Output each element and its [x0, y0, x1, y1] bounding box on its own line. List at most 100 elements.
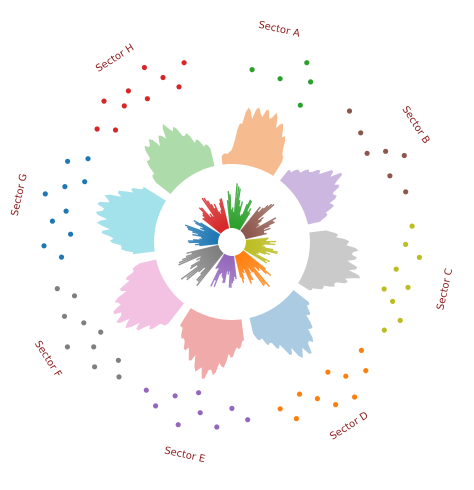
point-sector-e [143, 387, 149, 393]
inner-bar-sector-f [186, 244, 219, 254]
point-sector-c [390, 298, 396, 304]
point-sector-f [98, 329, 104, 335]
inner-bar-sector-d [240, 252, 270, 288]
sector-label-sector-a: Sector A [257, 20, 301, 40]
outer-area-sector-d [249, 290, 314, 358]
point-sector-e [214, 424, 220, 430]
point-sector-g [41, 243, 47, 249]
point-sector-h [121, 103, 127, 109]
point-sector-b [401, 152, 407, 159]
point-sector-c [397, 317, 403, 323]
point-sector-b [387, 173, 393, 179]
point-sector-f [92, 364, 98, 370]
point-sector-d [277, 406, 283, 412]
point-sector-c [403, 241, 409, 247]
sector-label-sector-g: Sector G [10, 173, 30, 217]
point-sector-b [364, 150, 370, 156]
inner-bar-sector-d [239, 252, 265, 287]
outer-area-sector-a [221, 107, 286, 176]
point-sector-e [196, 390, 202, 396]
inner-bar-sector-f [186, 250, 222, 281]
inner-bar-sector-a [238, 212, 251, 231]
point-sector-e [153, 403, 159, 409]
point-sector-h [112, 127, 119, 133]
point-sector-a [297, 102, 303, 108]
point-sector-d [296, 391, 303, 397]
sector-label-sector-h: Sector H [94, 42, 136, 74]
sector-label-sector-c: Sector C [435, 267, 455, 311]
point-sector-h [181, 60, 187, 66]
point-sector-e [175, 422, 181, 428]
point-sector-e [197, 410, 203, 416]
point-sector-f [115, 357, 121, 363]
point-sector-f [116, 374, 122, 380]
point-sector-d [358, 347, 364, 353]
point-sector-e [229, 405, 235, 411]
point-sector-b [403, 189, 409, 195]
point-sector-c [381, 327, 387, 333]
point-sector-f [71, 293, 78, 299]
point-sector-a [304, 60, 310, 66]
outer-area-sector-c [298, 230, 361, 291]
point-sector-c [393, 266, 399, 272]
point-sector-h [160, 74, 166, 81]
point-sector-g [82, 179, 88, 185]
point-sector-b [346, 108, 353, 114]
point-sector-g [42, 191, 48, 197]
point-sector-h [144, 96, 150, 102]
point-sector-f [81, 320, 87, 326]
point-sector-c [416, 254, 422, 260]
point-sector-d [325, 369, 331, 375]
point-sector-h [141, 64, 147, 71]
inner-bar-sector-c [243, 248, 268, 264]
point-sector-g [68, 231, 74, 237]
sector-label-sector-b: Sector B [400, 104, 432, 146]
inner-bar-sector-e [215, 253, 226, 270]
point-sector-g [85, 156, 91, 162]
inner-bar-sector-g [200, 222, 221, 236]
outer-area-layer [95, 107, 361, 379]
inner-bar-layer [178, 183, 278, 288]
point-sector-c [409, 223, 415, 229]
point-sector-g [62, 184, 68, 190]
outer-area-sector-b [280, 169, 343, 225]
point-sector-h [101, 98, 107, 104]
point-sector-d [352, 394, 358, 400]
sector-label-sector-e: Sector E [163, 445, 206, 465]
outer-area-sector-e [180, 308, 244, 379]
point-sector-g [63, 208, 69, 214]
point-sector-e [245, 417, 251, 423]
inner-bar-sector-f [180, 249, 222, 280]
point-sector-c [381, 286, 387, 292]
point-sector-h [176, 84, 182, 90]
inner-bar-sector-b [241, 203, 273, 233]
outer-area-sector-f [113, 259, 184, 331]
point-sector-f [61, 313, 68, 319]
point-sector-a [249, 67, 255, 73]
point-sector-d [293, 416, 299, 422]
point-sector-g [65, 158, 71, 164]
outer-point-layer [41, 60, 422, 430]
point-sector-f [91, 344, 97, 350]
point-sector-b [383, 148, 389, 154]
point-sector-d [314, 396, 320, 402]
point-sector-e [172, 393, 178, 399]
inner-ring [162, 172, 302, 312]
point-sector-a [277, 76, 283, 82]
point-sector-f [64, 344, 70, 350]
inner-bar-sector-f [182, 246, 220, 261]
point-sector-g [49, 218, 56, 224]
sector-label-sector-d: Sector D [328, 410, 370, 443]
point-sector-d [333, 402, 339, 408]
inner-bar-sector-h [220, 198, 230, 229]
point-sector-a [308, 79, 314, 85]
point-sector-h [125, 88, 131, 94]
center-hole [220, 230, 244, 254]
inner-bar-sector-d [234, 255, 242, 278]
point-sector-d [343, 373, 349, 379]
inner-bar-sector-b [245, 232, 267, 240]
sector-label-sector-f: Sector F [32, 339, 63, 380]
point-sector-f [54, 286, 60, 292]
